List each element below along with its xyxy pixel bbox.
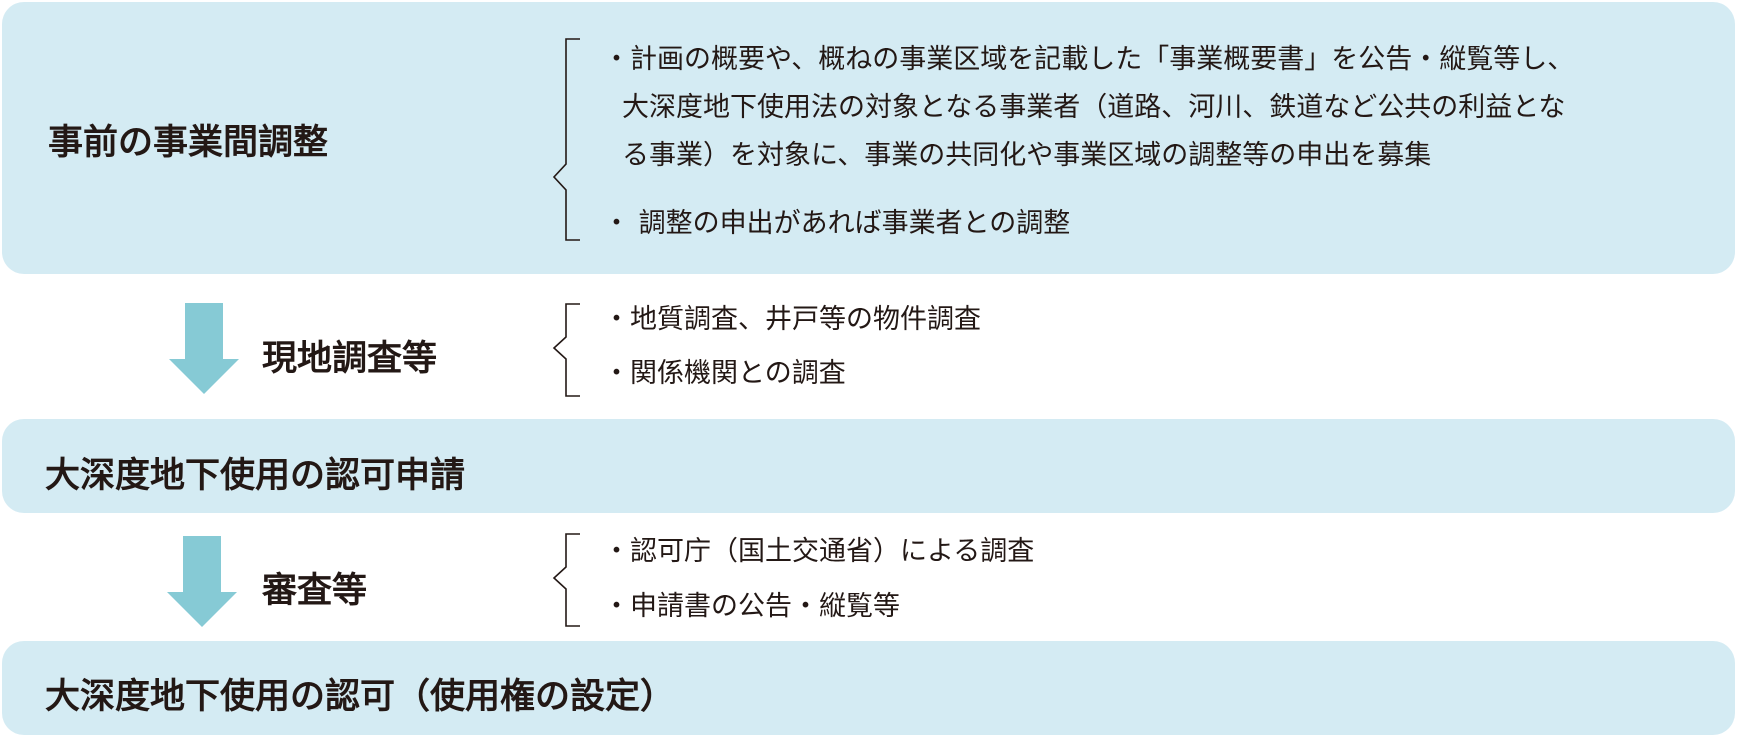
stage-1-note-2: 大深度地下使用法の対象となる事業者（道路、河川、鉄道など公共の利益とな <box>622 92 1566 123</box>
stage-title-approval: 大深度地下使用の認可（使用権の設定） <box>45 677 676 717</box>
stage-box-advance-coordination <box>2 2 1735 274</box>
down-arrow-icon <box>167 536 237 627</box>
transition-2-note-2: ・申請書の公告・縦覧等 <box>603 591 900 622</box>
stage-title-advance-coordination: 事前の事業間調整 <box>48 123 329 163</box>
stage-1-note-4: ・ 調整の申出があれば事業者との調整 <box>603 208 1071 239</box>
stage-1-note-1: ・計画の概要や、概ねの事業区域を記載した「事業概要書」を公告・縦覧等し、 <box>603 44 1575 75</box>
transition-1-note-2: ・関係機関との調査 <box>603 358 846 389</box>
down-arrow-icon <box>169 303 239 394</box>
brace-transition-1 <box>552 303 580 397</box>
transition-title-examination: 審査等 <box>262 571 368 611</box>
brace-transition-2 <box>552 533 580 627</box>
stage-box-application <box>2 419 1735 513</box>
transition-1-note-1: ・地質調査、井戸等の物件調査 <box>603 304 981 335</box>
transition-title-site-survey: 現地調査等 <box>262 339 438 379</box>
brace-stage-1 <box>552 38 580 241</box>
stage-title-application: 大深度地下使用の認可申請 <box>45 456 466 496</box>
transition-2-note-1: ・認可庁（国土交通省）による調査 <box>603 536 1035 567</box>
stage-1-note-3: る事業）を対象に、事業の共同化や事業区域の調整等の申出を募集 <box>622 140 1432 171</box>
stage-box-approval <box>2 641 1735 735</box>
